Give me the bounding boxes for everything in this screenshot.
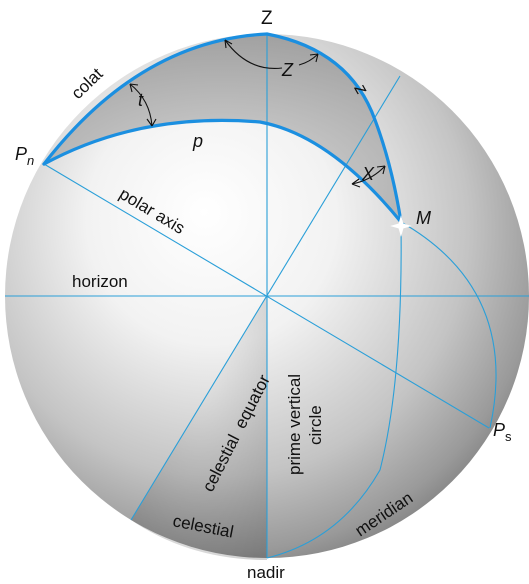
Pn-label-main: P [15, 144, 27, 164]
Ps-label: Ps [493, 420, 512, 444]
angle-Z-arrow [224, 39, 283, 69]
angle-X-arrowhead-left [351, 178, 361, 188]
colat-arc [42, 32, 269, 166]
angle-Z-arrowhead-right [309, 53, 319, 63]
Ps-label-main: P [493, 420, 505, 440]
p-label: p [192, 131, 203, 151]
horizon-label: horizon [72, 272, 128, 291]
prime-vertical-line1: prime vertical [285, 374, 304, 475]
zenith-angle-label: Z [281, 60, 294, 80]
zenith-label: Z [261, 8, 273, 29]
angle-X-arrow [351, 165, 386, 185]
angle-t-arrowhead-top [129, 83, 139, 93]
Pn-label: Pn [15, 144, 34, 168]
nadir-label: nadir [247, 563, 285, 582]
prime-vertical-line2: circle [306, 405, 325, 445]
angle-Z-arrow-right [298, 53, 319, 66]
Ps-label-sub: s [505, 429, 512, 444]
star-icon [390, 215, 412, 237]
meridian-arc [400, 221, 497, 429]
X-label: X [361, 164, 375, 184]
celestial-equator-line [130, 75, 401, 521]
celestial-sector-shade [131, 296, 267, 560]
z-arc [265, 32, 403, 224]
t-label: t [138, 90, 144, 110]
angle-t-arrow [129, 83, 153, 127]
prime-vertical-circle [266, 221, 402, 559]
prime-vertical-label: prime vertical circle [285, 369, 325, 475]
Pn-label-sub: n [27, 153, 34, 168]
angle-t-arrowhead-bottom [146, 118, 157, 127]
angle-Z-arrowhead-left [224, 39, 233, 49]
angle-X-arrowhead-right [376, 165, 386, 175]
p-arc [42, 118, 403, 224]
spherical-triangle [44, 34, 401, 222]
M-label: M [416, 208, 431, 228]
